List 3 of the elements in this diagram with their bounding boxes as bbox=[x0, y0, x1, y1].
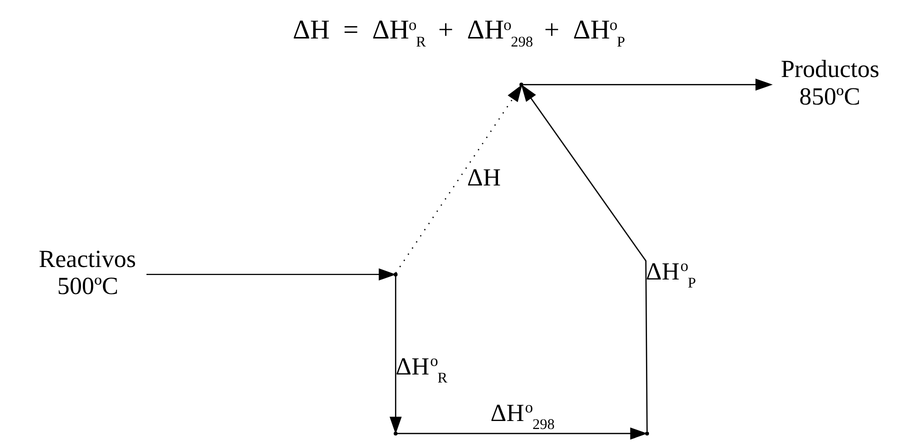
node-text: Reactivos 500ºC bbox=[38, 246, 136, 300]
edge-label: ΔH bbox=[467, 164, 501, 192]
node-text: Productos 850ºC bbox=[780, 56, 880, 110]
